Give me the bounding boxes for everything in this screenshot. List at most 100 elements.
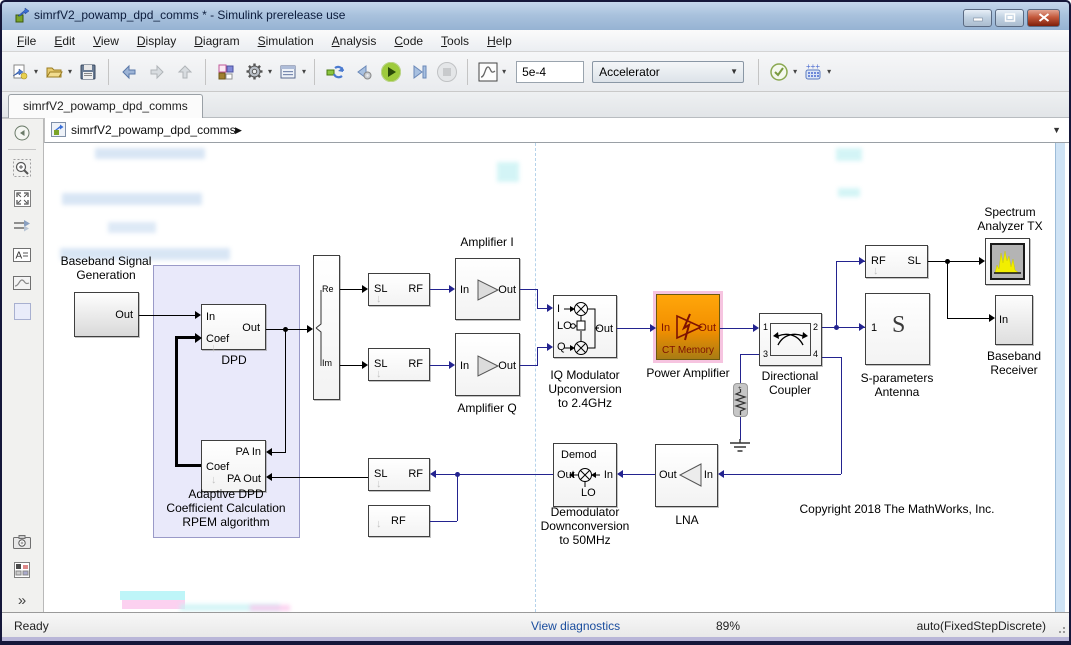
zoom-tool-icon[interactable] <box>13 159 31 177</box>
scope-button[interactable] <box>475 59 501 85</box>
block-sl-to-rf-q[interactable]: SL RF ↓ <box>368 348 430 381</box>
open-dropdown[interactable]: ▾ <box>68 67 72 76</box>
scope-dropdown[interactable]: ▾ <box>502 67 506 76</box>
block-iq-modulator[interactable]: I LO Q Out <box>553 295 617 358</box>
block-lna[interactable]: Out In <box>655 444 718 507</box>
new-model-dropdown[interactable]: ▾ <box>34 67 38 76</box>
block-complex-to-real-imag[interactable]: Re Im <box>313 255 340 400</box>
menu-help[interactable]: Help <box>478 31 521 51</box>
title-bar[interactable]: simrfV2_powamp_dpd_comms * - Simulink pr… <box>0 0 1071 30</box>
breadcrumb[interactable]: simrfV2_powamp_dpd_comms <box>71 123 236 137</box>
block-rf-inport[interactable]: ↓ RF <box>368 505 430 537</box>
block-amplifier-q[interactable]: In Out <box>455 333 520 396</box>
block-dpd[interactable]: In Coef Out ↓ <box>201 304 266 350</box>
menu-analysis[interactable]: Analysis <box>323 31 386 51</box>
iq-modulator-glyph <box>554 296 616 357</box>
block-rf-to-sl-rx[interactable]: SL RF ↓ <box>368 458 430 491</box>
resistor[interactable]: + <box>733 383 748 417</box>
run-button[interactable] <box>378 59 404 85</box>
block-label: DirectionalCoupler <box>762 369 819 397</box>
model-explorer-button[interactable] <box>275 59 301 85</box>
block-baseband-signal-generation[interactable]: Out <box>74 292 139 337</box>
wire-arrow <box>266 448 272 456</box>
back-button[interactable] <box>116 59 142 85</box>
expand-palette-icon[interactable]: » <box>13 591 31 609</box>
block-power-amplifier[interactable]: In Out CT Memory <box>656 294 720 360</box>
rf-wire-arrow <box>650 324 656 332</box>
model-explorer-dropdown[interactable]: ▾ <box>302 67 306 76</box>
close-button[interactable] <box>1027 9 1060 27</box>
forward-button[interactable] <box>144 59 170 85</box>
step-back-button[interactable] <box>350 59 376 85</box>
wire-arrow <box>989 314 995 322</box>
menu-file[interactable]: File <box>8 31 45 51</box>
block-sl-to-rf-i[interactable]: SL RF ↓ <box>368 273 430 306</box>
library-palette-icon[interactable] <box>13 561 31 579</box>
block-label: DPD <box>221 353 246 367</box>
rf-wire <box>537 347 538 366</box>
block-label: Power Amplifier <box>646 366 729 380</box>
block-adaptive-dpd[interactable]: PA In Coef PA Out ↓ <box>201 440 266 492</box>
area-tool-icon[interactable] <box>13 302 31 320</box>
update-diagram-button[interactable] <box>322 59 348 85</box>
simulation-mode-select[interactable]: Accelerator▼ <box>592 61 744 83</box>
model-settings-button[interactable] <box>241 59 267 85</box>
menu-view[interactable]: View <box>84 31 128 51</box>
maximize-button[interactable] <box>995 9 1024 27</box>
block-amplifier-i[interactable]: In Out <box>455 258 520 320</box>
rf-wire <box>537 289 538 308</box>
block-s-parameters-antenna[interactable]: 1 S <box>865 293 930 365</box>
menu-edit[interactable]: Edit <box>45 31 84 51</box>
build-button[interactable]: +++ <box>800 59 826 85</box>
menu-tools[interactable]: Tools <box>432 31 478 51</box>
stop-button[interactable] <box>434 59 460 85</box>
new-model-button[interactable] <box>7 59 33 85</box>
up-button[interactable] <box>172 59 198 85</box>
simulation-stop-time-input[interactable] <box>516 61 584 83</box>
signal-routing-icon[interactable] <box>13 217 31 235</box>
spectrum-icon <box>990 243 1025 280</box>
menu-code[interactable]: Code <box>385 31 432 51</box>
port-in: In <box>999 315 1008 326</box>
verify-dropdown[interactable]: ▾ <box>793 67 797 76</box>
view-diagnostics-link[interactable]: View diagnostics <box>531 619 620 633</box>
verify-button[interactable] <box>766 59 792 85</box>
breadcrumb-dropdown-icon[interactable]: ▼ <box>1052 125 1061 135</box>
tab-strip: simrfV2_powamp_dpd_comms <box>0 92 1071 118</box>
save-button[interactable] <box>75 59 101 85</box>
rf-wire-arrow <box>753 324 759 332</box>
block-spectrum-analyzer-tx[interactable] <box>985 238 1030 285</box>
window-bottom-border <box>0 641 1071 645</box>
vertical-scrollbar[interactable] <box>1055 143 1065 612</box>
block-demodulator[interactable]: Demod Out In LO <box>553 443 617 507</box>
image-annotation-icon[interactable] <box>13 274 31 292</box>
menu-simulation[interactable]: Simulation <box>249 31 323 51</box>
model-settings-dropdown[interactable]: ▾ <box>268 67 272 76</box>
menu-diagram[interactable]: Diagram <box>185 31 248 51</box>
fit-to-view-icon[interactable] <box>13 189 31 207</box>
step-forward-button[interactable] <box>406 59 432 85</box>
artifact <box>838 188 860 197</box>
block-label: LNA <box>675 513 698 527</box>
wire <box>947 261 948 318</box>
toolbar: ▾ ▾ ▾ ▾ ▾ Accelerator▼ ▾ +++ ▾ <box>0 52 1071 92</box>
tab-model[interactable]: simrfV2_powamp_dpd_comms <box>8 94 203 118</box>
artifact <box>497 162 519 182</box>
hide-explorer-bar-icon[interactable] <box>13 124 31 142</box>
model-canvas[interactable]: Baseband SignalGeneration Out In Coef Ou… <box>44 143 1071 612</box>
build-dropdown[interactable]: ▾ <box>827 67 831 76</box>
block-rf-to-sl[interactable]: RF SL ↓ <box>865 245 928 278</box>
variant-arrow-icon: ↓ <box>376 479 382 489</box>
annotation-tool-icon[interactable]: A <box>13 246 31 264</box>
resize-grip[interactable] <box>1063 631 1065 633</box>
open-button[interactable] <box>41 59 67 85</box>
rf-wire <box>836 261 837 327</box>
minimize-button[interactable] <box>963 9 992 27</box>
port-out: Out <box>115 310 133 321</box>
breadcrumb-arrow-icon[interactable]: ▶ <box>235 125 242 136</box>
menu-display[interactable]: Display <box>128 31 185 51</box>
block-directional-coupler[interactable]: 1 2 3 4 <box>759 313 822 366</box>
library-browser-button[interactable] <box>213 59 239 85</box>
block-baseband-receiver[interactable]: In <box>995 295 1033 345</box>
screenshot-icon[interactable] <box>13 533 31 551</box>
